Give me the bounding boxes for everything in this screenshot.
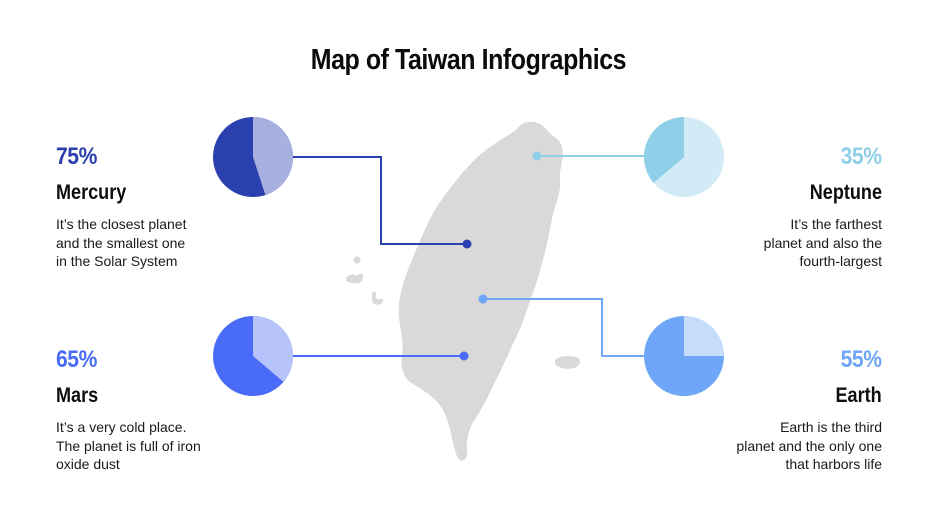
percent-mars: 65% <box>56 346 97 373</box>
taiwan-main-island <box>398 121 563 461</box>
planet-name-mars: Mars <box>56 384 99 407</box>
description-neptune: It’s the farthest planet and also the fo… <box>763 216 882 269</box>
percent-earth: 55% <box>841 346 882 373</box>
planet-name-neptune: Neptune <box>809 181 882 204</box>
percent-neptune: 35% <box>841 143 882 170</box>
planet-name-earth: Earth <box>835 384 882 407</box>
pie-chart-mercury <box>213 117 293 197</box>
marker-dot-earth <box>478 294 488 304</box>
info-block-mercury: 75% Mercury It’s the closest planet and … <box>56 143 266 271</box>
pie-chart-earth <box>644 316 724 396</box>
page-title: Map of Taiwan Infographics <box>310 44 627 76</box>
islet-east <box>555 355 581 369</box>
pie-chart-neptune <box>643 117 724 197</box>
info-block-mars: 65% Mars It’s a very cold place. The pla… <box>56 346 266 474</box>
connector-mercury <box>293 156 472 249</box>
info-block-neptune: 35% Neptune It’s the farthest planet and… <box>672 143 883 271</box>
connector-earth <box>478 294 644 357</box>
islet-north <box>353 256 361 264</box>
description-earth: Earth is the third planet and the only o… <box>736 419 882 472</box>
planet-name-mercury: Mercury <box>56 181 127 204</box>
pie-chart-mars <box>213 316 294 396</box>
info-block-earth: 55% Earth Earth is the third planet and … <box>672 346 882 474</box>
islet-penghu-main <box>345 273 364 284</box>
description-mars: It’s a very cold place. The planet is fu… <box>56 419 201 472</box>
marker-dot-mars <box>459 351 469 361</box>
taiwan-map <box>345 121 581 461</box>
connector-mars <box>293 351 469 361</box>
marker-dot-mercury <box>462 239 472 249</box>
description-mercury: It’s the closest planet and the smallest… <box>56 216 187 269</box>
connector-neptune <box>532 151 644 161</box>
marker-dot-neptune <box>532 151 542 161</box>
islet-penghu-south <box>372 291 384 305</box>
percent-mercury: 75% <box>56 143 97 170</box>
